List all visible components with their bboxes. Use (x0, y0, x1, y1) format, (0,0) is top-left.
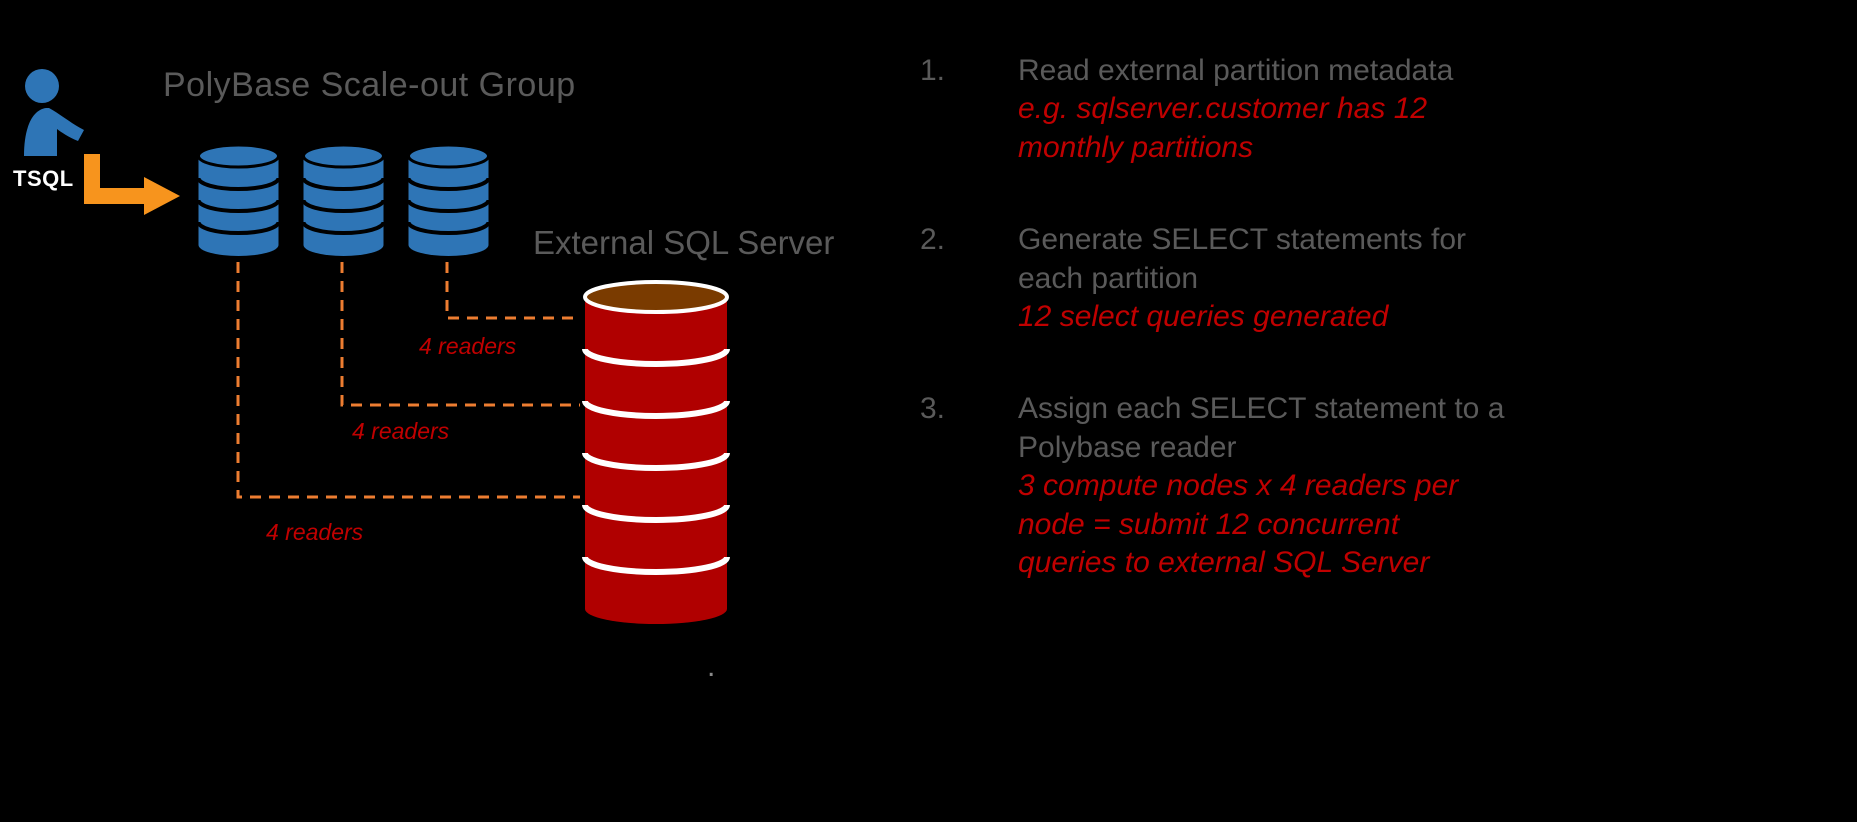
step-3-text: Polybase reader (1018, 430, 1237, 464)
footnote-dot: . (707, 650, 716, 683)
reader-connection-lines (236, 262, 580, 499)
person-icon (24, 69, 84, 156)
tsql-label: TSQL (13, 166, 74, 191)
steps-list: 1. Read external partition metadata e.g.… (920, 52, 1560, 636)
step-3-annotation: queries to external SQL Server (1018, 545, 1430, 579)
tsql-arrow-icon (84, 154, 180, 215)
reader-count-label: 4 readers (419, 333, 517, 359)
step-2-text: each partition (1018, 261, 1199, 295)
step-3-annotation: 3 compute nodes x 4 readers per (1018, 469, 1459, 503)
step-1-text: Read external partition metadata (1018, 54, 1454, 87)
step-2-number: 2. (920, 223, 946, 257)
step-1-number: 1. (920, 54, 946, 87)
step-2-text: Generate SELECT statements for (1018, 223, 1466, 257)
step-1: 1. Read external partition metadata e.g.… (920, 52, 1560, 167)
reader-count-label: 4 readers (266, 519, 364, 545)
step-3-content: Assign each SELECT statement to a Polyba… (1018, 390, 1560, 582)
external-sql-server-db-icon (582, 280, 730, 624)
scaleout-group-title: PolyBase Scale-out Group (163, 66, 576, 104)
step-1-annotation: e.g. sqlserver.customer has 12 (1018, 92, 1428, 126)
step-2-content: Generate SELECT statements for each part… (1018, 221, 1560, 336)
step-3-text: Assign each SELECT statement to a (1018, 392, 1505, 426)
compute-node-db-3-icon (406, 143, 491, 256)
external-server-title: External SQL Server (533, 224, 835, 261)
step-1-annotation: monthly partitions (1018, 130, 1254, 164)
step-2-annotation: 12 select queries generated (1018, 299, 1389, 333)
step-1-content: Read external partition metadata e.g. sq… (1018, 52, 1560, 167)
step-3: 3. Assign each SELECT statement to a Pol… (920, 390, 1560, 582)
step-3-annotation: node = submit 12 concurrent (1018, 507, 1400, 541)
step-3-number: 3. (920, 392, 946, 426)
reader-count-label: 4 readers (352, 418, 450, 444)
compute-node-db-1-icon (196, 143, 281, 256)
compute-node-db-2-icon (301, 143, 386, 256)
step-2: 2. Generate SELECT statements for each p… (920, 221, 1560, 336)
